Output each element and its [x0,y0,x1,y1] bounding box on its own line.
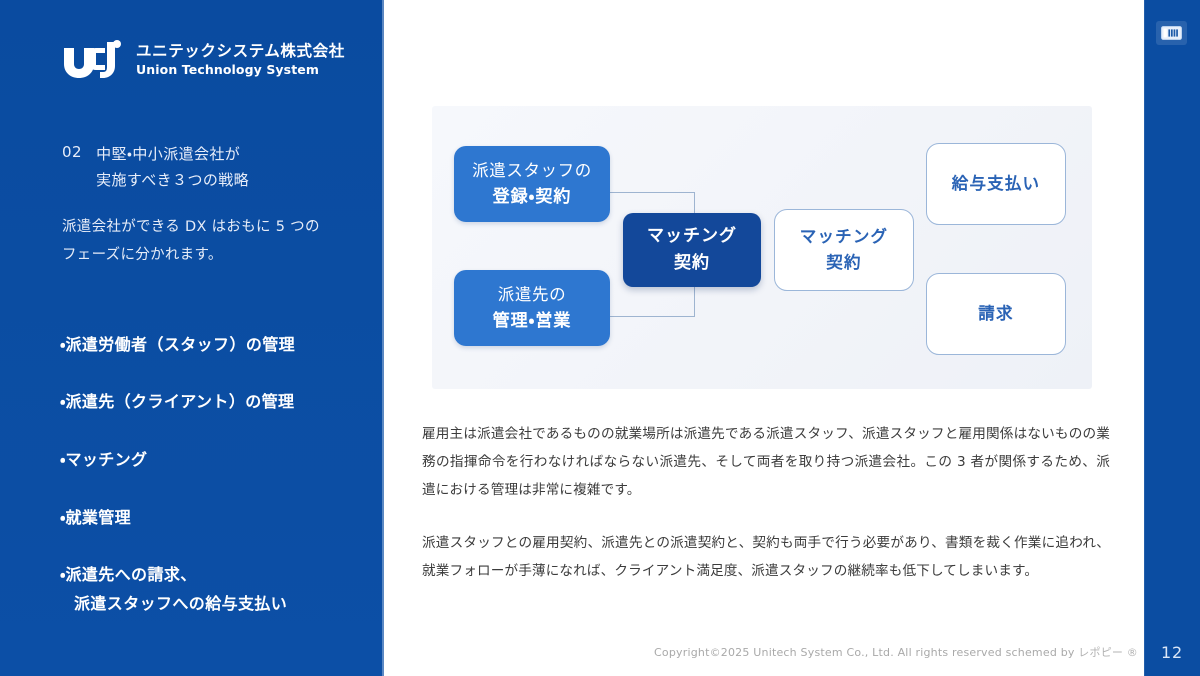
bullet-marker: ・ [60,565,66,585]
section-number: 02 [62,143,83,161]
list-item: ・就業管理 [60,475,295,533]
node-line-2: 管理・営業 [492,310,572,331]
diagram-node-matching-contract-secondary: マッチング 契約 [774,209,914,291]
phase-bullet-list: ・派遣労働者（スタッフ）の管理 ・派遣先（クライアント）の管理 ・マッチング ・… [60,302,295,648]
list-item: ・派遣先への請求、 派遣スタッフへの給与支払い [60,532,295,647]
footer-copyright: Copyright©2025 Unitech System Co., Ltd. … [654,644,1138,660]
diagram-node-staff-registration: 派遣スタッフの 登録・契約 [454,146,610,222]
node-line-1: 請求 [978,303,1014,323]
bullet-text: 派遣労働者（スタッフ）の管理 [65,334,296,354]
section-title: 中堅・中小派遣会社が 実施すべき３つの戦略 [96,145,250,189]
diagram-node-client-management: 派遣先の 管理・営業 [454,270,610,346]
node-line-1: マッチング [799,226,889,246]
connector-line-bottom [610,316,695,318]
node-line-1: 給与支払い [951,173,1041,193]
left-title-panel: ユニテックシステム株式会社 Union Technology System 02… [0,0,384,676]
node-line-2: 契約 [826,253,862,272]
node-line-2: 契約 [674,253,710,273]
bullet-text: 派遣先（クライアント）の管理 [65,392,295,412]
diagram-node-matching-contract-primary: マッチング 契約 [623,213,761,287]
process-flow-diagram: 派遣スタッフの 登録・契約 派遣先の 管理・営業 マッチング 契約 マッチング … [432,106,1092,389]
connector-line-top [610,192,695,194]
slide-presentation-icon[interactable] [1156,21,1187,45]
node-line-2: 登録・契約 [492,186,572,207]
rail-divider [1144,0,1145,676]
bullet-text: 就業管理 [65,507,132,527]
logo-jp-name: ユニテックシステム株式会社 [136,42,345,60]
section-heading: 02 中堅・中小派遣会社が 実施すべき３つの戦略 [62,142,249,194]
diagram-node-payroll: 給与支払い [926,143,1066,225]
bullet-text-continuation: 派遣スタッフへの給与支払い [74,593,288,613]
body-paragraph-1: 雇用主は派遣会社であるものの就業場所は派遣先である派遣スタッフ、派遣スタッフと雇… [422,425,1110,499]
logo-en-name: Union Technology System [136,61,320,77]
page-number: 12 [1161,643,1183,662]
uts-logo-mark-icon [62,38,124,82]
body-paragraph-2: 派遣スタッフとの雇用契約、派遣先との派遣契約と、契約も両手で行う必要があり、書類… [422,534,1110,579]
list-item: ・マッチング [60,417,295,475]
bullet-marker: ・ [60,507,66,527]
footer-brand: レポピー ® [1078,646,1138,659]
diagram-node-invoice: 請求 [926,273,1066,355]
list-item: ・派遣労働者（スタッフ）の管理 [60,302,295,360]
node-line-1: 派遣スタッフの [472,161,592,181]
right-rail: 12 [1144,0,1200,676]
main-content: 派遣スタッフの 登録・契約 派遣先の 管理・営業 マッチング 契約 マッチング … [384,0,1144,676]
copyright-text: Copyright©2025 Unitech System Co., Ltd. … [654,646,1079,659]
bullet-text: マッチング [65,449,148,469]
list-item: ・派遣先（クライアント）の管理 [60,360,295,418]
bullet-marker: ・ [60,449,66,469]
company-logo: ユニテックシステム株式会社 Union Technology System [62,38,345,82]
bullet-marker: ・ [60,334,66,354]
node-line-1: マッチング [647,225,737,246]
bullet-text: 派遣先への請求、 [65,565,197,585]
lead-paragraph: 派遣会社ができる DX はおもに 5 つの フェーズに分かれます。 [62,219,320,263]
bullet-marker: ・ [60,392,66,412]
node-line-1: 派遣先の [497,285,567,305]
